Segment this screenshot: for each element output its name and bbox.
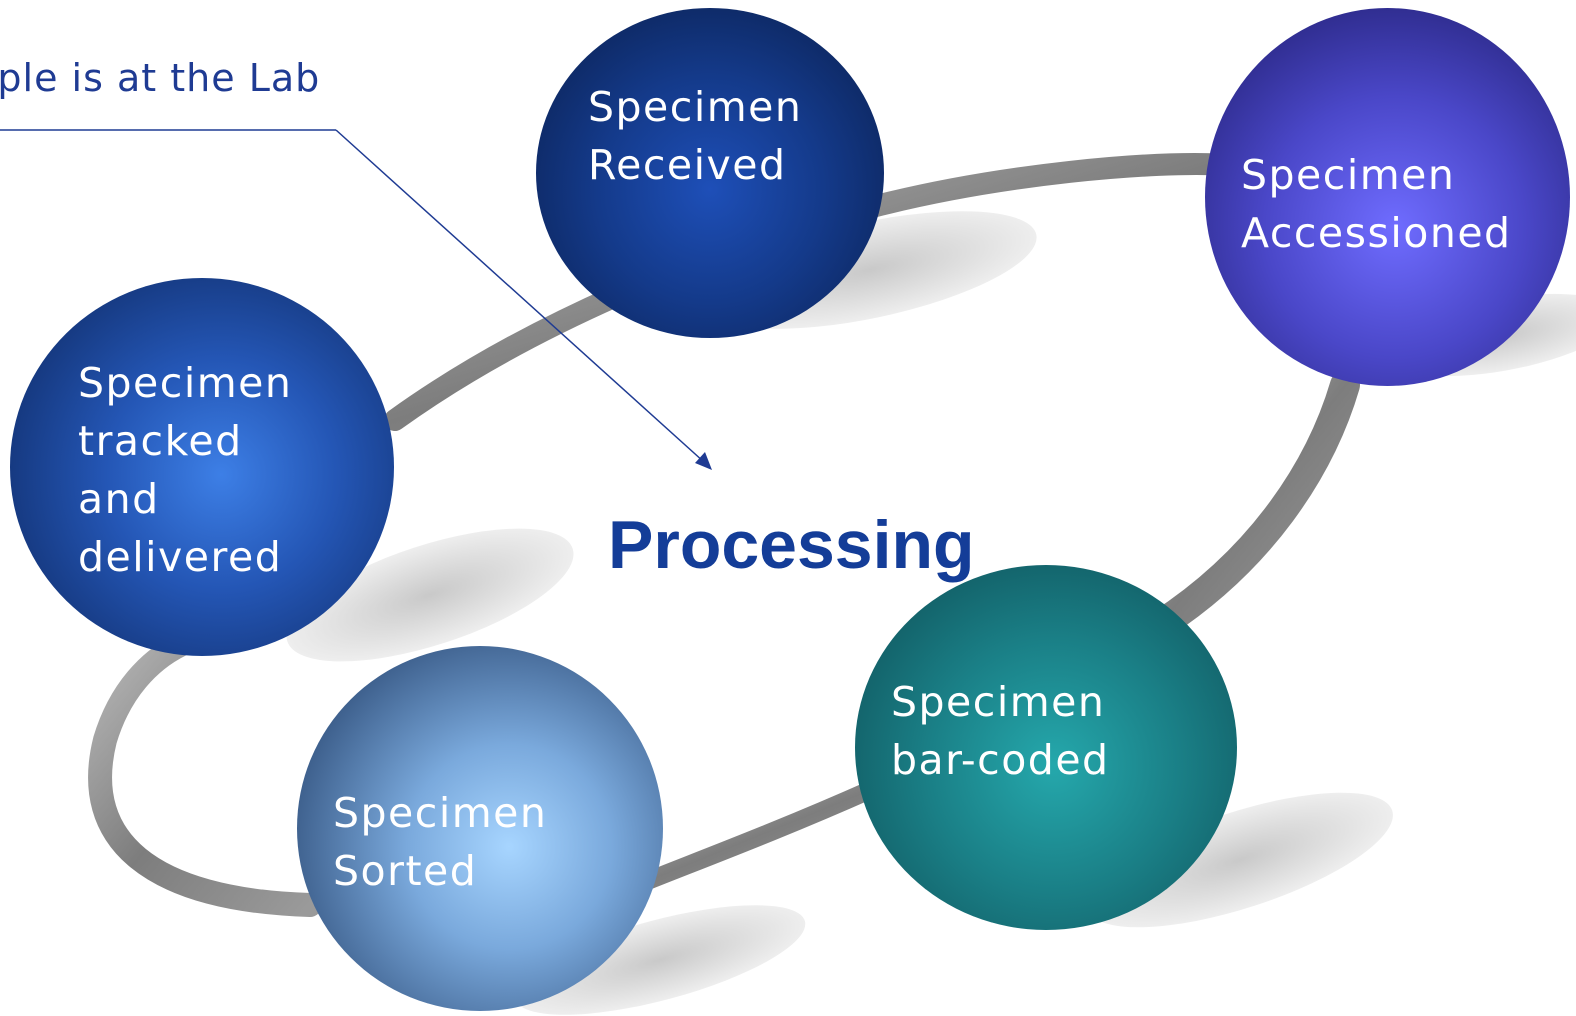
node-label: Specimen bar-coded xyxy=(891,678,1110,784)
node-specimen-tracked-delivered: Specimen tracked and delivered xyxy=(10,278,394,656)
node-specimen-bar-coded: Specimen bar-coded xyxy=(855,565,1237,930)
callout-label: Sample is at the Lab xyxy=(0,56,321,100)
node-label: Specimen Accessioned xyxy=(1241,151,1512,257)
arrowhead-icon xyxy=(695,452,712,470)
node-label: Specimen tracked and delivered xyxy=(78,359,293,581)
node-label: Specimen Sorted xyxy=(333,789,548,895)
shadow-sorted xyxy=(514,905,806,1015)
node-label: Specimen Received xyxy=(588,83,803,189)
node-specimen-received: Specimen Received xyxy=(536,8,884,338)
shadow-tracked xyxy=(286,528,574,662)
shadow-barcoded xyxy=(1087,792,1393,928)
callout-connector xyxy=(0,129,712,470)
node-specimen-sorted: Specimen Sorted xyxy=(297,646,663,1011)
center-title: Processing xyxy=(608,507,975,583)
node-specimen-accessioned: Specimen Accessioned xyxy=(1205,8,1570,386)
